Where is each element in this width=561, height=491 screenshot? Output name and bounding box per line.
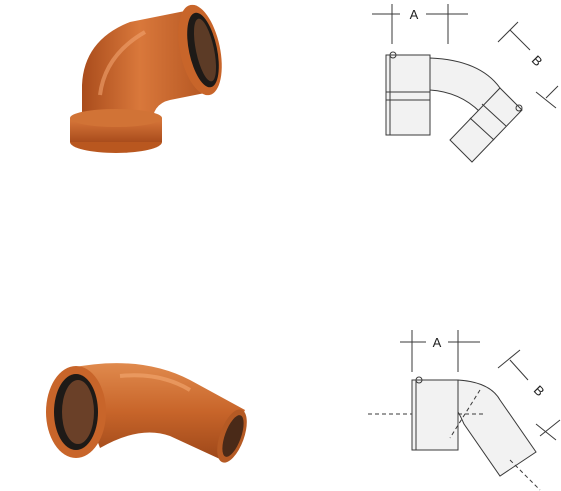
photo-single-socket-bend: [40, 350, 250, 470]
technical-drawing-1: A B: [372, 4, 559, 163]
dimension-b-label: B: [529, 52, 546, 69]
photo-double-socket-bend: [60, 0, 230, 165]
drawing-double-socket-bend: A B: [360, 0, 561, 175]
dimension-a-label: A: [410, 7, 419, 22]
dimension-a-label: A: [433, 335, 442, 350]
drawing-single-socket-bend: A B: [360, 320, 561, 491]
bend-photo-2: [46, 363, 247, 463]
dimension-b-label: B: [531, 382, 548, 399]
bend-photo-1: [70, 4, 222, 153]
technical-drawing-2: A B: [368, 330, 561, 491]
